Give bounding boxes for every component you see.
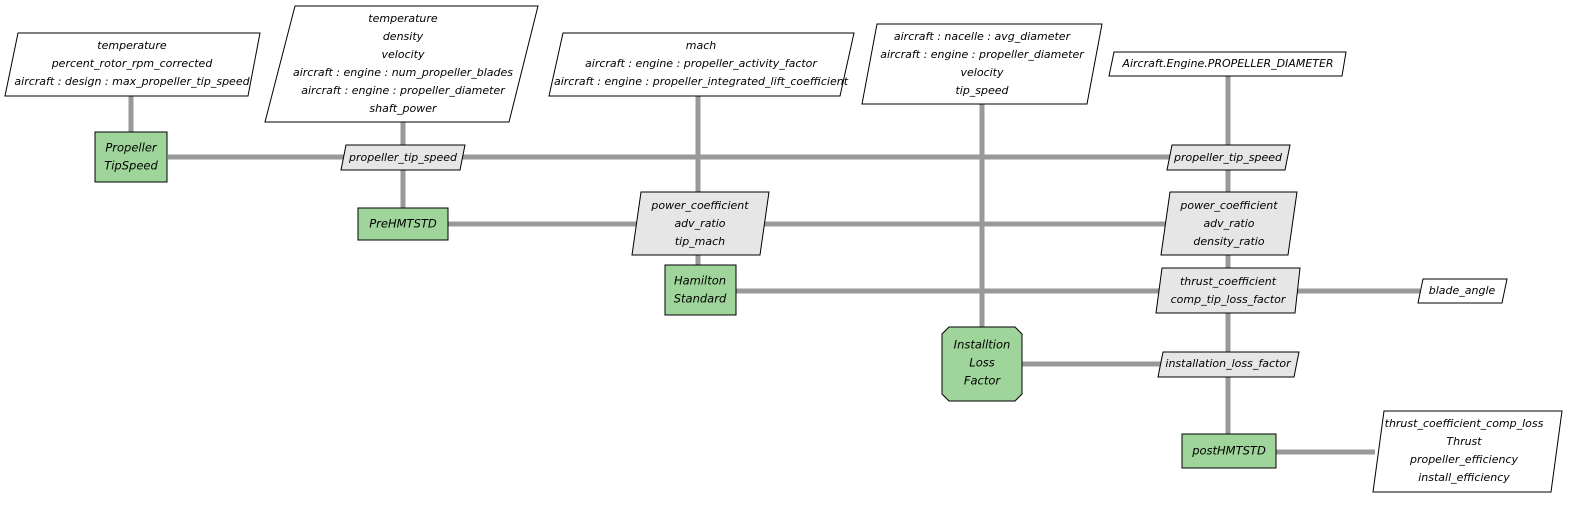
component-label: Factor bbox=[964, 374, 1002, 388]
post-hmtstd-component: postHMTSTD bbox=[1181, 433, 1277, 469]
output-label: thrust_coefficient_comp_loss bbox=[1385, 417, 1544, 430]
input-label: aircraft : design : max_propeller_tip_sp… bbox=[14, 75, 250, 88]
pre-hmtstd-inputs-node: temperature density velocity aircraft : … bbox=[264, 5, 539, 123]
connectors bbox=[128, 76, 1420, 455]
output-nodes: blade_angle thrust_coefficient_comp_loss… bbox=[1372, 278, 1563, 493]
input-label: aircraft : engine : propeller_diameter bbox=[301, 84, 506, 97]
variable-label: adv_ratio bbox=[674, 217, 725, 230]
propeller-tip-speed-component: Propeller TipSpeed bbox=[94, 131, 168, 183]
component-label: Loss bbox=[969, 356, 994, 370]
variable-label: propeller_tip_speed bbox=[348, 151, 458, 164]
input-label: aircraft : nacelle : avg_diameter bbox=[894, 30, 1072, 43]
variable-label: thrust_coefficient bbox=[1180, 275, 1277, 288]
pre-to-hamilton-var-node: power_coefficient adv_ratio tip_mach bbox=[631, 191, 770, 256]
variable-label: power_coefficient bbox=[1179, 199, 1278, 212]
input-label: aircraft : engine : propeller_activity_f… bbox=[585, 57, 818, 70]
installation-inputs-node: aircraft : nacelle : avg_diameter aircra… bbox=[861, 23, 1103, 105]
input-label: aircraft : engine : propeller_diameter bbox=[880, 48, 1085, 61]
post-hmtstd-outputs-node: thrust_coefficient_comp_loss Thrust prop… bbox=[1372, 410, 1563, 493]
tip-speed-inputs-node: temperature percent_rotor_rpm_corrected … bbox=[4, 32, 261, 97]
component-nodes: Propeller TipSpeed PreHMTSTD Hamilton St… bbox=[94, 131, 1277, 469]
output-label: blade_angle bbox=[1429, 284, 1496, 297]
variable-label: density_ratio bbox=[1193, 235, 1264, 248]
input-label: temperature bbox=[368, 12, 438, 25]
hamilton-to-post-var-node: thrust_coefficient comp_tip_loss_factor bbox=[1155, 267, 1301, 314]
variable-label: installation_loss_factor bbox=[1165, 357, 1292, 370]
input-label: temperature bbox=[97, 39, 167, 52]
component-label: Hamilton bbox=[674, 274, 726, 288]
component-label: Standard bbox=[674, 292, 727, 306]
input-label: percent_rotor_rpm_corrected bbox=[51, 57, 214, 70]
installation-loss-factor-component: Installtion Loss Factor bbox=[941, 326, 1023, 402]
input-label: aircraft : engine : num_propeller_blades bbox=[293, 66, 513, 79]
component-label: PreHMTSTD bbox=[369, 217, 437, 231]
component-label: postHMTSTD bbox=[1191, 444, 1266, 458]
input-nodes: temperature percent_rotor_rpm_corrected … bbox=[4, 5, 1347, 123]
component-label: Propeller bbox=[105, 141, 158, 155]
hamilton-standard-component: Hamilton Standard bbox=[664, 264, 737, 316]
variable-label: power_coefficient bbox=[650, 199, 749, 212]
input-label: density bbox=[383, 30, 424, 43]
component-label: TipSpeed bbox=[104, 159, 158, 173]
component-label: Installtion bbox=[954, 338, 1011, 352]
variable-label: adv_ratio bbox=[1203, 217, 1254, 230]
input-label: tip_speed bbox=[955, 84, 1009, 97]
output-label: Thrust bbox=[1446, 435, 1482, 448]
pre-hmtstd-component: PreHMTSTD bbox=[357, 207, 449, 241]
install-to-post-var-node: installation_loss_factor bbox=[1157, 351, 1300, 378]
input-label: Aircraft.Engine.PROPELLER_DIAMETER bbox=[1121, 57, 1333, 70]
hamilton-inputs-node: mach aircraft : engine : propeller_activ… bbox=[548, 32, 855, 97]
input-label: aircraft : engine : propeller_integrated… bbox=[554, 75, 849, 88]
variable-nodes: propeller_tip_speed propeller_tip_speed … bbox=[340, 144, 1301, 378]
input-label: velocity bbox=[382, 48, 425, 61]
input-label: shaft_power bbox=[369, 102, 438, 115]
input-label: mach bbox=[686, 39, 717, 52]
variable-label: tip_mach bbox=[675, 235, 725, 248]
variable-label: propeller_tip_speed bbox=[1173, 151, 1283, 164]
variable-label: comp_tip_loss_factor bbox=[1171, 293, 1287, 306]
input-label: velocity bbox=[961, 66, 1004, 79]
output-label: propeller_efficiency bbox=[1409, 453, 1519, 466]
pre-to-post-var-node: power_coefficient adv_ratio density_rati… bbox=[1160, 191, 1298, 256]
output-label: install_efficiency bbox=[1418, 471, 1510, 484]
tip-speed-to-post-var-node: propeller_tip_speed bbox=[1166, 144, 1291, 171]
post-hmtstd-inputs-node: Aircraft.Engine.PROPELLER_DIAMETER bbox=[1108, 51, 1347, 77]
tip-speed-to-pre-var-node: propeller_tip_speed bbox=[340, 144, 466, 171]
hamilton-outputs-node: blade_angle bbox=[1417, 278, 1508, 304]
